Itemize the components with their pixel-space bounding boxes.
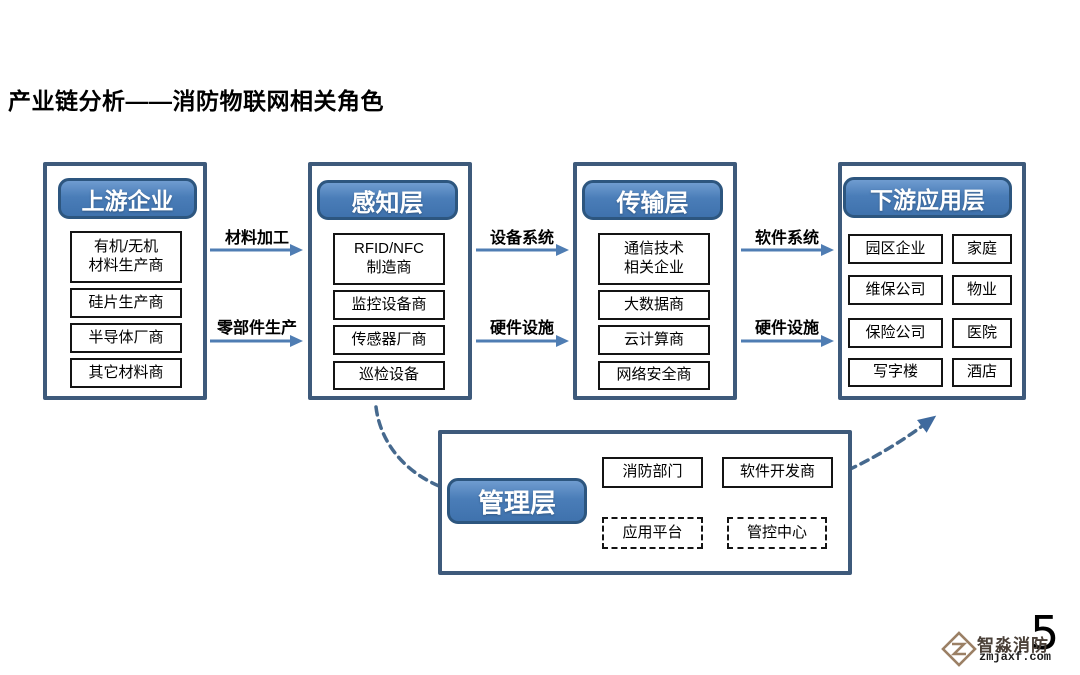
item-box: 维保公司 xyxy=(848,275,943,305)
item-box: 巡检设备 xyxy=(333,361,445,390)
item-box: 通信技术 相关企业 xyxy=(598,233,710,285)
item-box: 传感器厂商 xyxy=(333,325,445,355)
flow-label-parts-production: 零部件生产 xyxy=(216,320,297,337)
item-box: 保险公司 xyxy=(848,318,943,348)
item-box: 其它材料商 xyxy=(70,358,182,388)
item-box: 写字楼 xyxy=(848,358,943,387)
item-box: 网络安全商 xyxy=(598,361,710,390)
item-box: 软件开发商 xyxy=(722,457,833,488)
item-box: 半导体厂商 xyxy=(70,323,182,353)
item-box: 云计算商 xyxy=(598,325,710,355)
flow-label-material-processing: 材料加工 xyxy=(224,230,289,247)
dashed-curve-perception-to-management xyxy=(374,405,446,490)
item-box: 医院 xyxy=(952,318,1012,348)
item-box-dashed: 应用平台 xyxy=(602,517,703,549)
item-box: 物业 xyxy=(952,275,1012,305)
item-box: RFID/NFC 制造商 xyxy=(333,233,445,285)
page-number: 5 xyxy=(1030,606,1060,660)
item-box: 有机/无机 材料生产商 xyxy=(70,231,182,283)
column-header-perception: 感知层 xyxy=(317,180,458,220)
flow-label-device-systems: 设备系统 xyxy=(489,230,554,247)
item-box: 监控设备商 xyxy=(333,290,445,320)
column-header-downstream: 下游应用层 xyxy=(843,177,1012,218)
column-header-transmission: 传输层 xyxy=(582,180,723,220)
page-title: 产业链分析——消防物联网相关角色 xyxy=(8,88,384,114)
item-box: 园区企业 xyxy=(848,234,943,264)
management-header: 管理层 xyxy=(447,478,587,524)
flow-label-hardware-facilities-2: 硬件设施 xyxy=(754,320,819,337)
item-box: 酒店 xyxy=(952,358,1012,387)
item-box: 硅片生产商 xyxy=(70,288,182,318)
flow-label-hardware-facilities-1: 硬件设施 xyxy=(489,320,554,337)
item-box: 大数据商 xyxy=(598,290,710,320)
brand-logo-icon xyxy=(941,631,977,667)
item-box-dashed: 管控中心 xyxy=(727,517,827,549)
flow-label-software-systems: 软件系统 xyxy=(754,230,819,247)
brand-name: 智淼消防 xyxy=(977,636,1049,655)
item-box: 家庭 xyxy=(952,234,1012,264)
brand-website: zmjaxf.com xyxy=(979,650,1052,664)
column-header-upstream: 上游企业 xyxy=(58,178,197,219)
item-box: 消防部门 xyxy=(602,457,703,488)
